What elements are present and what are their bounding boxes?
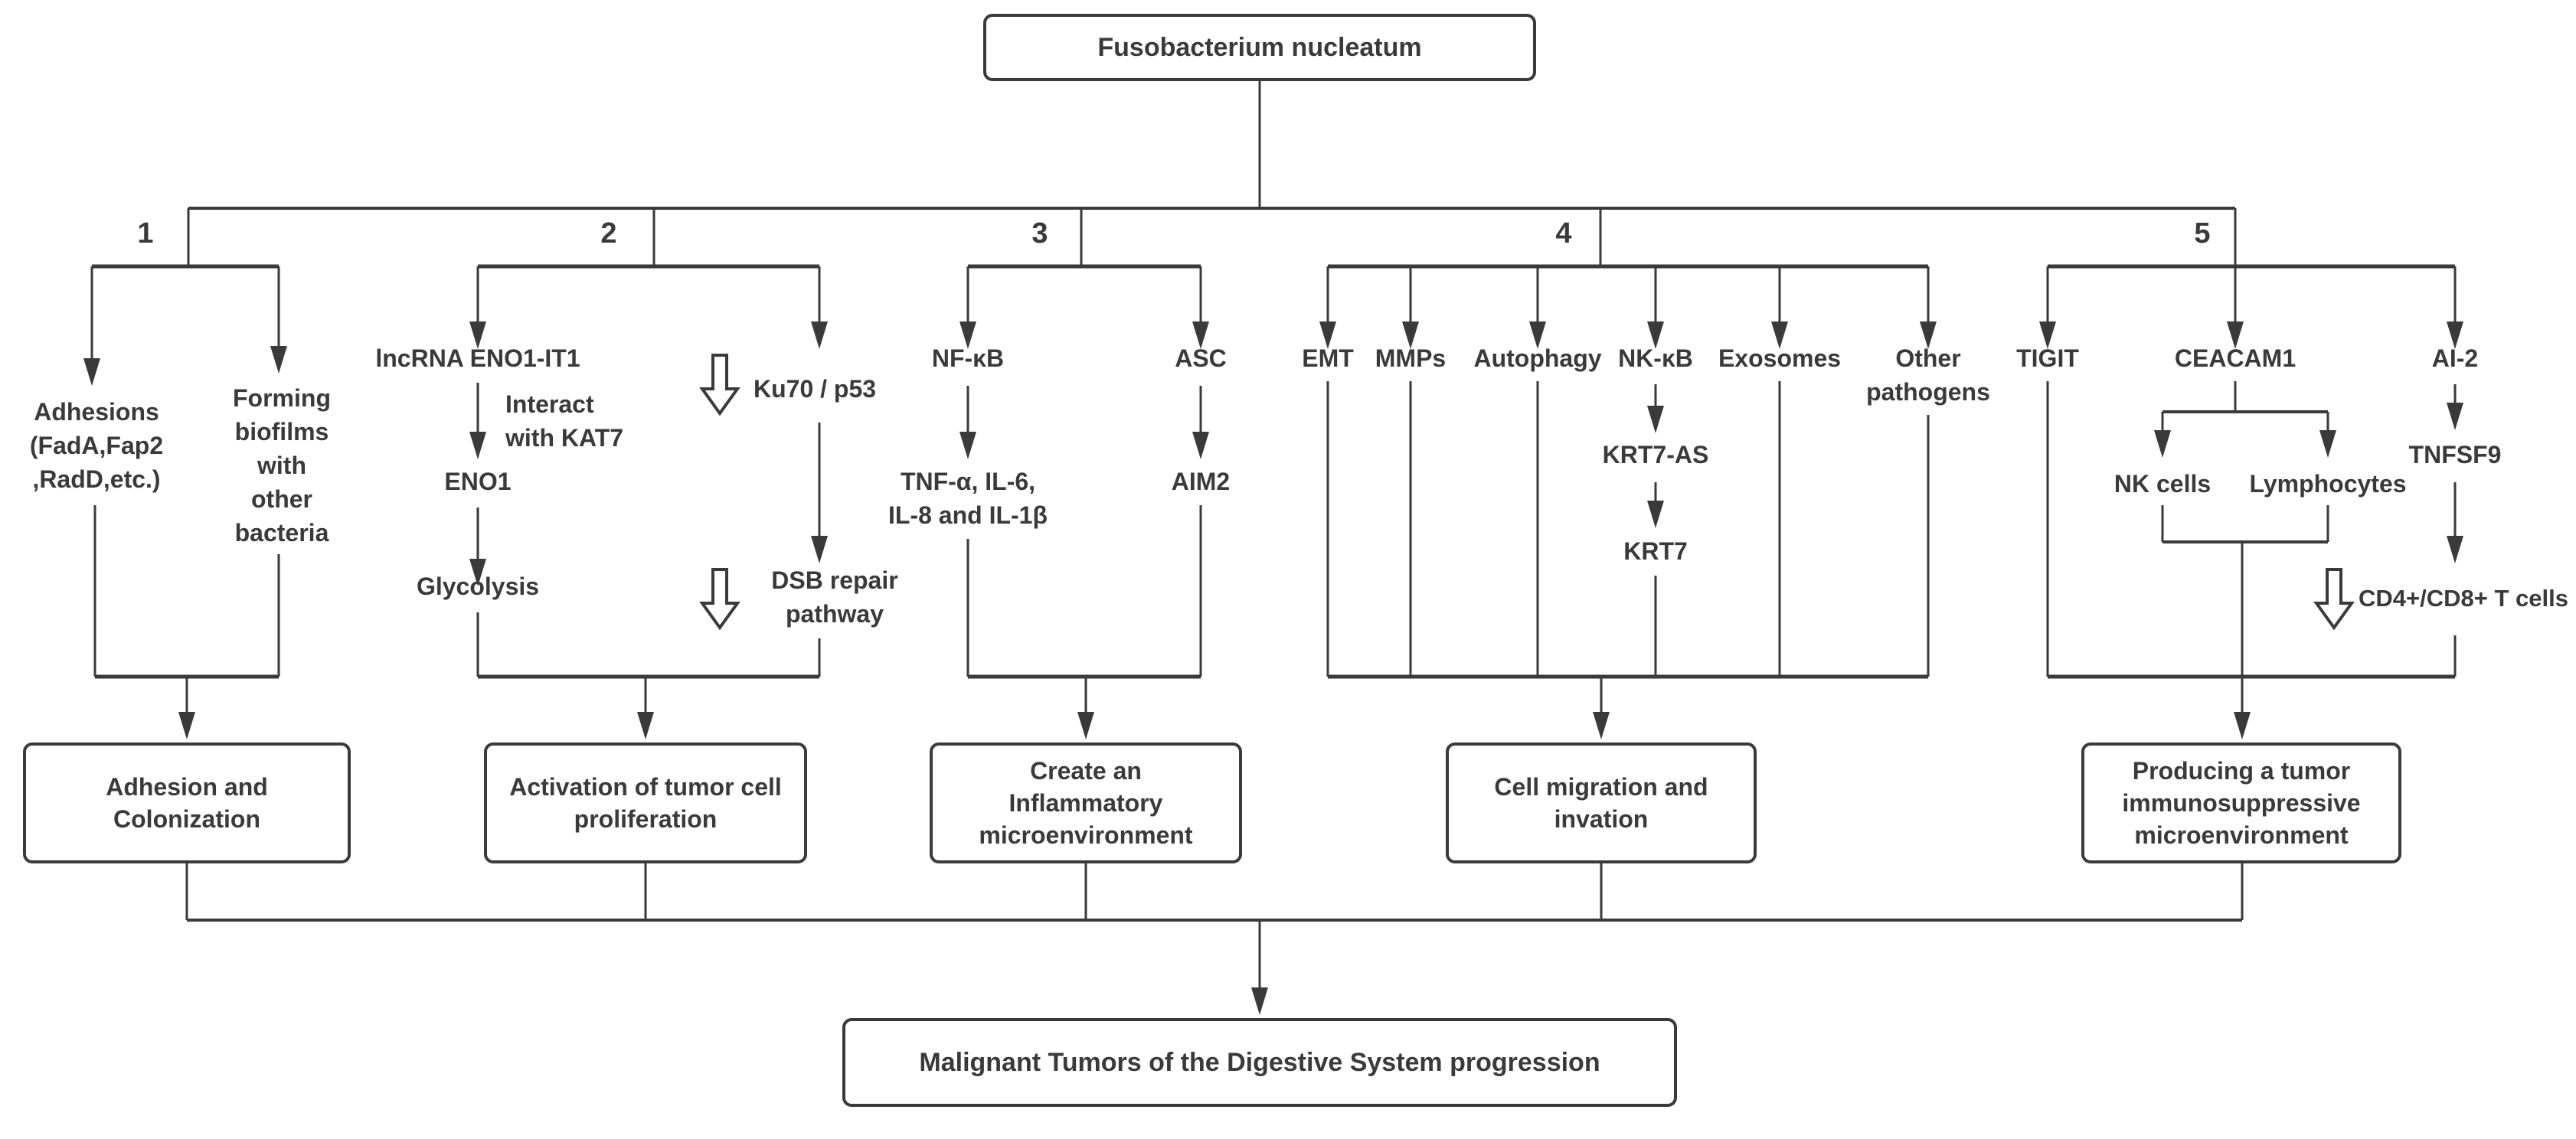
branch-number-4: 4 xyxy=(1555,217,1572,250)
branch4-connectors xyxy=(1319,264,1937,739)
node-aim2: AIM2 xyxy=(1171,468,1231,495)
node-krt7: KRT7 xyxy=(1623,537,1688,565)
branch-number-2: 2 xyxy=(600,217,617,250)
branch3-connectors xyxy=(959,264,1209,739)
branch5-connectors xyxy=(2039,264,2463,739)
outcome-box-tumor-proliferation: Activation of tumor cell proliferation xyxy=(484,742,807,863)
edge-label-interact-with-kat7: Interact with KAT7 xyxy=(505,390,624,452)
node-exosomes: Exosomes xyxy=(1718,344,1842,372)
node-ai-2: AI-2 xyxy=(2431,344,2479,372)
node-asc: ASC xyxy=(1175,344,1227,372)
outcome-label: Cell migration and invation xyxy=(1494,773,1708,833)
outcome-box-adhesion-colonization: Adhesion and Colonization xyxy=(23,742,351,863)
node-tigit: TIGIT xyxy=(2016,344,2079,372)
outcome-box-migration-invasion: Cell migration and invation xyxy=(1446,742,1757,863)
node-lymphocytes: Lymphocytes xyxy=(2249,470,2407,498)
root-node-label: Fusobacterium nucleatum xyxy=(1097,33,1422,62)
node-other-pathogens: Other pathogens xyxy=(1866,344,1990,406)
node-lncrna-eno1-it1: lncRNA ENO1-IT1 xyxy=(375,344,580,372)
node-dsb-repair-pathway: DSB repair pathway xyxy=(771,566,898,628)
trunk-connectors xyxy=(187,81,2244,349)
branch-number-3: 3 xyxy=(1031,217,1048,250)
node-mmps: MMPs xyxy=(1375,344,1447,372)
node-krt7-as: KRT7-AS xyxy=(1602,441,1709,468)
node-glycolysis: Glycolysis xyxy=(416,573,540,600)
node-ceacam1: CEACAM1 xyxy=(2174,344,2296,372)
down-block-arrow-icon xyxy=(699,354,740,416)
node-cytokines: TNF-α, IL-6, IL-8 and IL-1β xyxy=(888,468,1048,529)
node-emt: EMT xyxy=(1302,344,1354,372)
node-autophagy: Autophagy xyxy=(1473,344,1602,372)
branch2-connectors xyxy=(469,264,828,739)
node-nk-kb: NK-κB xyxy=(1618,344,1693,372)
branch-number-5: 5 xyxy=(2194,217,2211,250)
final-connectors xyxy=(185,863,2244,1015)
down-block-arrow-icon xyxy=(699,568,740,631)
branch-number-1: 1 xyxy=(137,217,154,250)
node-forming-biofilms: Forming biofilms with other bacteria xyxy=(233,384,331,547)
node-nf-kb: NF-κB xyxy=(931,344,1005,372)
final-outcome-label: Malignant Tumors of the Digestive System… xyxy=(919,1048,1600,1077)
outcome-label: Create an Inflammatory microenvironment xyxy=(979,757,1193,849)
node-cd4-cd8-t-cells: CD4+/CD8+ T cells xyxy=(2359,585,2568,612)
branch1-connectors xyxy=(83,264,287,739)
node-adhesions: Adhesions (FadA,Fap2 ,RadD,etc.) xyxy=(29,398,164,493)
node-ku70-p53: Ku70 / p53 xyxy=(754,375,877,403)
outcome-box-inflammatory-microenvironment: Create an Inflammatory microenvironment xyxy=(930,742,1242,863)
node-eno1: ENO1 xyxy=(444,468,512,495)
outcome-label: Activation of tumor cell proliferation xyxy=(509,773,782,833)
outcome-box-immunosuppressive-microenvironment: Producing a tumor immunosuppressive micr… xyxy=(2081,742,2401,863)
final-outcome-box: Malignant Tumors of the Digestive System… xyxy=(842,1018,1677,1107)
down-block-arrow-icon xyxy=(2313,568,2355,631)
node-nk-cells: NK cells xyxy=(2113,470,2212,498)
node-tnfsf9: TNFSF9 xyxy=(2408,441,2502,468)
outcome-label: Adhesion and Colonization xyxy=(106,773,268,833)
outcome-label: Producing a tumor immunosuppressive micr… xyxy=(2122,757,2361,849)
root-node-box: Fusobacterium nucleatum xyxy=(983,14,1536,81)
